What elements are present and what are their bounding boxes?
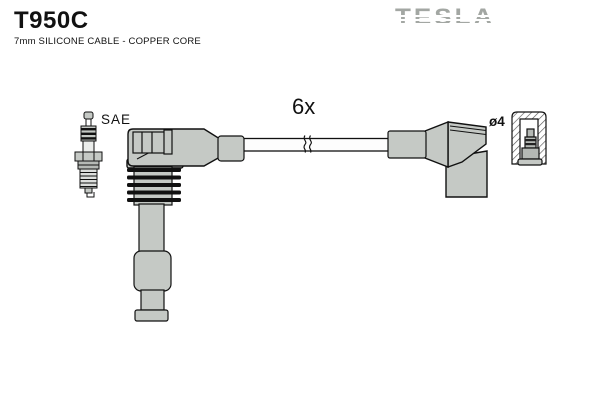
logo-stripe <box>393 15 505 17</box>
logo-stripe <box>393 23 505 25</box>
boot-ribs <box>127 168 181 202</box>
coil-boot-drawing <box>126 128 245 322</box>
boot-cross-section <box>511 111 547 166</box>
product-description: 7mm SILICONE CABLE - COPPER CORE <box>14 36 201 48</box>
plug-boot-drawing <box>387 120 488 198</box>
header: T950C 7mm SILICONE CABLE - COPPER CORE <box>14 8 201 47</box>
cable-break-symbol <box>303 135 312 153</box>
cable-drawing <box>242 135 391 153</box>
logo-stripe <box>393 19 505 21</box>
diameter-label: ø4 <box>489 114 505 129</box>
quantity-label: 6x <box>292 94 315 119</box>
spark-plug-icon <box>74 111 103 198</box>
terminal-stud <box>517 128 543 166</box>
tesla-logo: TESLA <box>393 5 505 31</box>
part-number: T950C <box>14 7 89 34</box>
sae-label: SAE <box>101 112 131 127</box>
